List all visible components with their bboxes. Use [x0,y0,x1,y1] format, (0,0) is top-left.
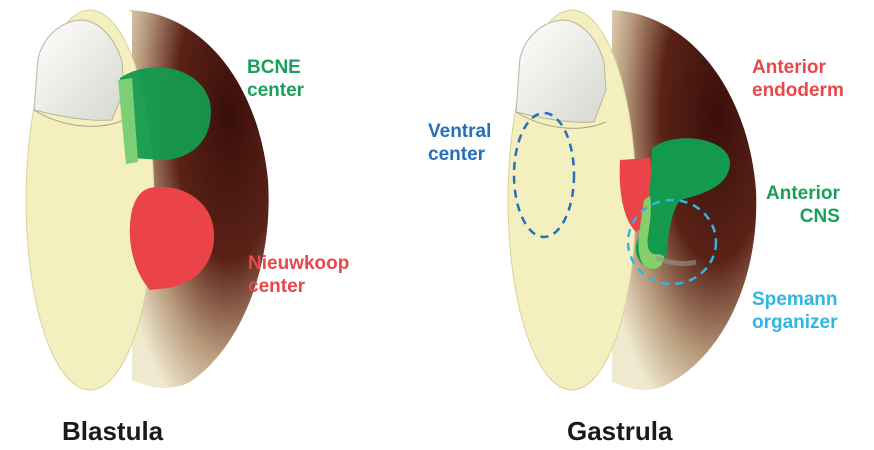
nieuwkoop-center-label: Nieuwkoop center [248,252,349,298]
anterior-endoderm-line1: Anterior [752,56,844,79]
nieuwkoop-label-line1: Nieuwkoop [248,252,349,275]
ventral-center-label: Ventral center [428,120,491,166]
spemann-organizer-label: Spemann organizer [752,288,838,334]
gastrula-title: Gastrula [567,416,673,447]
ventral-label-line2: center [428,143,491,166]
anterior-cns-line2: CNS [766,205,840,228]
anterior-endoderm-line2: endoderm [752,79,844,102]
bcne-label-line1: BCNE [247,56,304,79]
gastrula-embryo [508,10,756,390]
ventral-label-line1: Ventral [428,120,491,143]
bcne-center-label: BCNE center [247,56,304,102]
nieuwkoop-label-line2: center [248,275,349,298]
anterior-endoderm-label: Anterior endoderm [752,56,844,102]
anterior-cns-label: Anterior CNS [766,182,840,228]
blastula-title: Blastula [62,416,163,447]
anterior-cns-line1: Anterior [766,182,840,205]
blastula-embryo [26,10,269,390]
spemann-label-line1: Spemann [752,288,838,311]
bcne-label-line2: center [247,79,304,102]
spemann-label-line2: organizer [752,311,838,334]
